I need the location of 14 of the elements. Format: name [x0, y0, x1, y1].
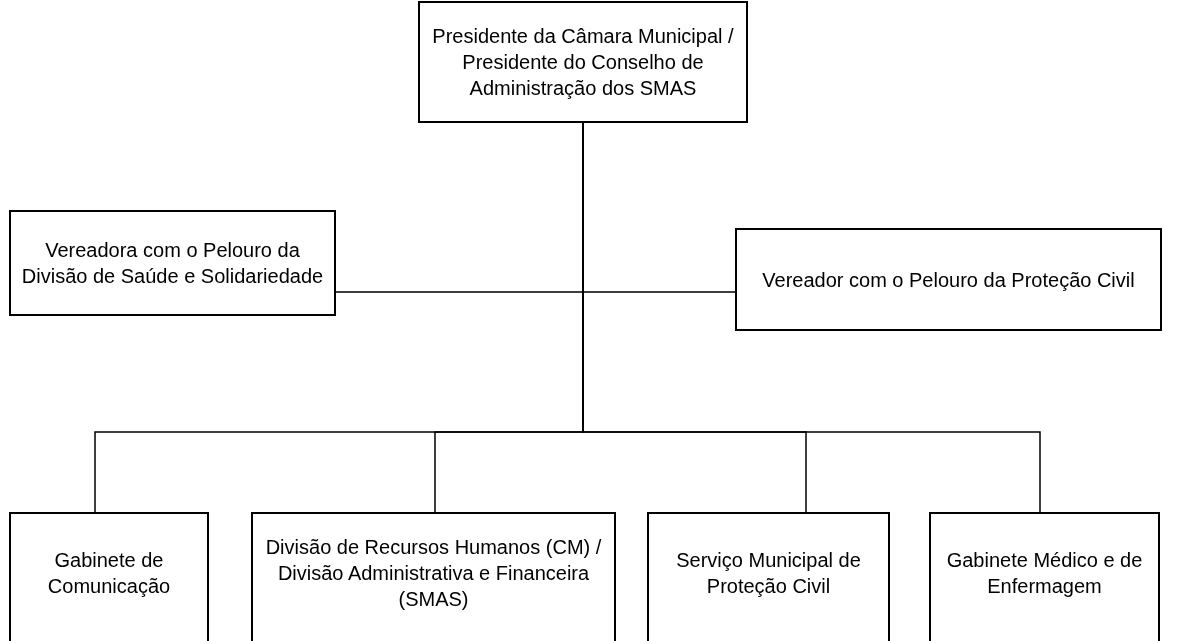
box-label: Serviço Municipal de Proteção Civil — [675, 548, 862, 599]
box-label: Presidente da Câmara Municipal / Presidente do Conselho de Administração dos SMAS — [431, 24, 735, 101]
org-box — [251, 512, 616, 641]
org-box — [647, 512, 890, 641]
box-label: Gabinete de Comunicação — [46, 548, 172, 599]
org-box — [735, 228, 1162, 331]
box-label: Gabinete Médico e de Enfermagem — [945, 548, 1144, 599]
org-box — [929, 512, 1160, 641]
org-box — [9, 210, 336, 316]
org-box — [9, 512, 209, 641]
box-label: Vereadora com o Pelouro da Divisão de Saúde e Solidariedade — [20, 238, 325, 289]
org-box — [418, 1, 748, 123]
box-label: Vereador com o Pelouro da Proteção Civil — [762, 267, 1135, 293]
box-label: Divisão de Recursos Humanos (CM) / Divisão Administrativa e Financeira (SMAS) — [264, 535, 603, 612]
